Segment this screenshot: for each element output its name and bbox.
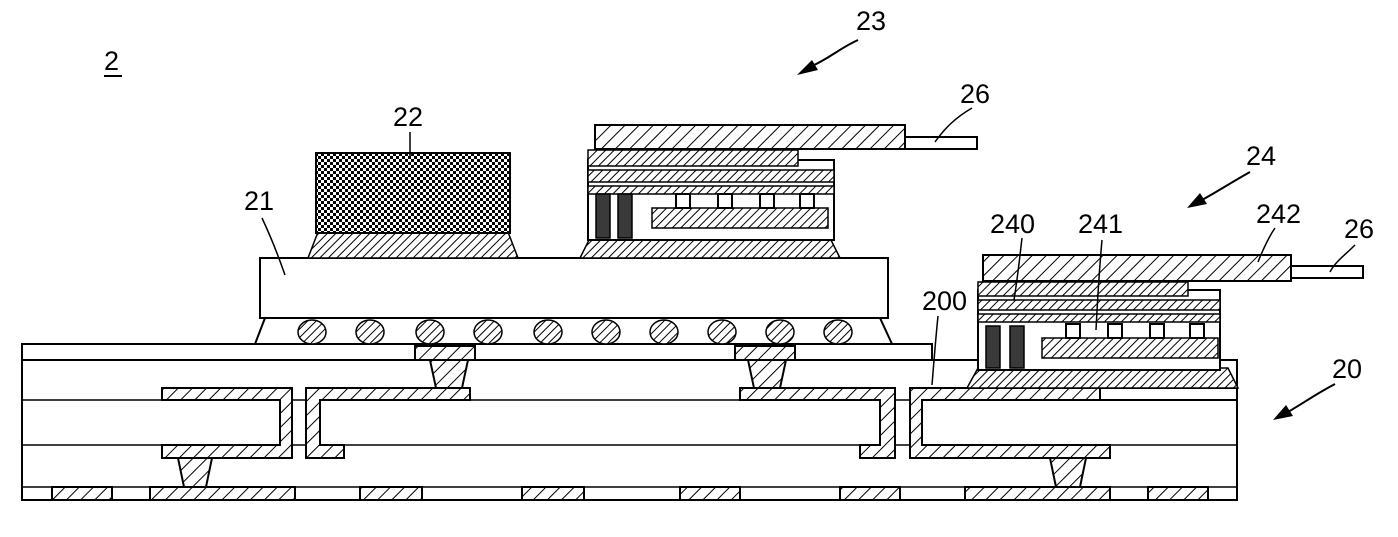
module-lower — [965, 254, 1364, 389]
interposer — [253, 257, 894, 345]
label-substrate-surface: 200 — [922, 286, 967, 316]
label-layer-240: 240 — [990, 209, 1035, 239]
label-layer-241: 241 — [1078, 209, 1123, 239]
label-module-upper: 23 — [856, 6, 886, 36]
label-module-lower: 24 — [1246, 141, 1276, 171]
label-substrate: 20 — [1332, 354, 1362, 384]
label-lead-upper: 26 — [960, 79, 990, 109]
label-interposer: 21 — [244, 186, 274, 216]
label-chip: 22 — [393, 102, 423, 132]
reference-labels: 2 23 26 22 21 24 240 241 242 26 200 20 — [104, 6, 1374, 384]
solder-bumps — [297, 319, 853, 345]
module-upper — [578, 124, 978, 259]
label-package: 2 — [104, 46, 119, 76]
chip — [306, 152, 520, 259]
label-lead-lower: 26 — [1344, 214, 1374, 244]
label-layer-242: 242 — [1256, 199, 1301, 229]
leader-lines — [261, 39, 1356, 420]
